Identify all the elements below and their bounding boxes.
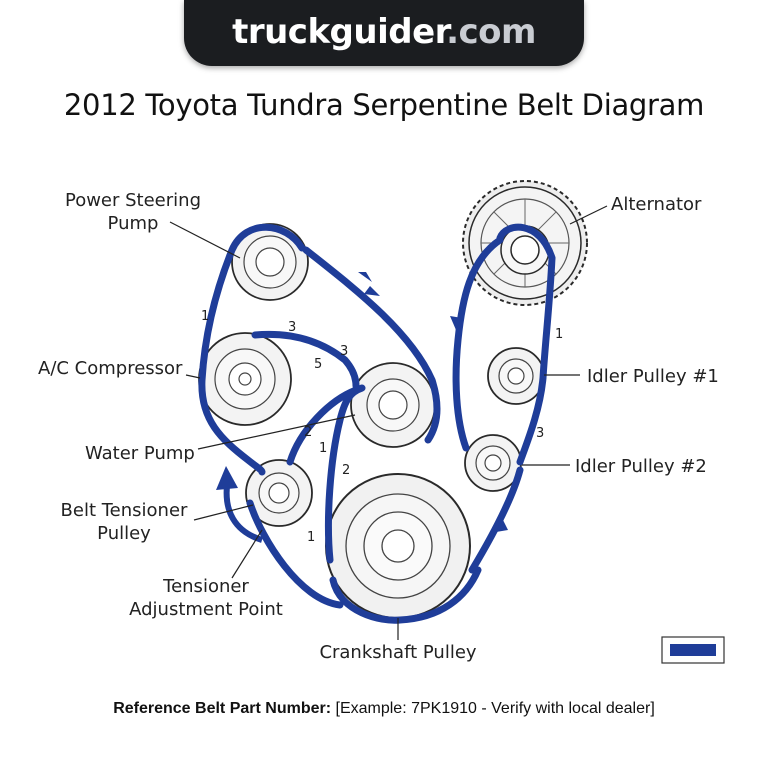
site-banner: truckguider.com bbox=[184, 0, 584, 66]
belt-marker: 1 bbox=[319, 441, 327, 456]
label-belt-tensioner-2: Pulley bbox=[97, 523, 151, 544]
tensioner-adjustment-arrow bbox=[216, 466, 263, 543]
reference-footer: Reference Belt Part Number: [Example: 7P… bbox=[0, 700, 768, 718]
site-name: truckguider bbox=[232, 12, 447, 52]
label-water-pump: Water Pump bbox=[85, 443, 195, 464]
site-tld: .com bbox=[446, 12, 536, 52]
power-steering-pump-pulley bbox=[231, 223, 309, 301]
leader-lines bbox=[169, 205, 608, 640]
reference-label: Reference Belt Part Number: bbox=[113, 700, 332, 717]
belt-marker: 3 bbox=[288, 320, 296, 335]
crankshaft-pulley bbox=[325, 473, 471, 619]
arrow-icon-3 bbox=[496, 518, 508, 532]
arrow-icon-2 bbox=[450, 316, 462, 330]
label-idler-pulley-2: Idler Pulley #2 bbox=[575, 456, 707, 477]
label-ac-compressor: A/C Compressor bbox=[38, 358, 183, 379]
water-pump-pulley bbox=[350, 362, 436, 448]
label-belt-tensioner-1: Belt Tensioner bbox=[61, 500, 188, 521]
belt-marker: 3 bbox=[536, 426, 544, 441]
belt-tensioner-pulley bbox=[245, 459, 313, 527]
belt-marker: 1 bbox=[201, 309, 209, 324]
page-title: 2012 Toyota Tundra Serpentine Belt Diagr… bbox=[63, 88, 705, 122]
component-labels: Power Steering Pump A/C Compressor Water… bbox=[38, 190, 719, 663]
belt-marker: 2 bbox=[304, 425, 312, 440]
arrow-icon-1 bbox=[358, 272, 380, 296]
label-tensioner-adjustment-2: Adjustment Point bbox=[129, 599, 283, 620]
belt-direction-arrows bbox=[358, 272, 508, 532]
label-power-steering-pump-2: Pump bbox=[108, 213, 159, 234]
label-alternator: Alternator bbox=[611, 194, 702, 215]
alternator-pulley bbox=[462, 180, 588, 306]
serpentine-belt bbox=[198, 223, 556, 624]
belt-segment-numbers: 1 3 3 5 2 1 2 1 1 3 bbox=[201, 309, 563, 545]
label-tensioner-adjustment-1: Tensioner bbox=[162, 576, 249, 597]
belt-marker: 1 bbox=[555, 327, 563, 342]
belt-marker: 2 bbox=[342, 463, 350, 478]
label-power-steering-pump-1: Power Steering bbox=[65, 190, 201, 211]
belt-marker: 1 bbox=[307, 530, 315, 545]
idler-pulley-1 bbox=[487, 347, 545, 405]
label-crankshaft-pulley: Crankshaft Pulley bbox=[319, 642, 476, 663]
reference-value: [Example: 7PK1910 - Verify with local de… bbox=[335, 700, 655, 717]
label-idler-pulley-1: Idler Pulley #1 bbox=[587, 366, 719, 387]
belt-marker: 3 bbox=[340, 344, 348, 359]
ac-compressor-pulley bbox=[198, 332, 292, 426]
site-logo: truckguider.com bbox=[184, 12, 584, 52]
belt-marker: 5 bbox=[314, 357, 322, 372]
idler-pulley-2 bbox=[464, 434, 522, 492]
belt-legend-swatch bbox=[661, 636, 725, 664]
